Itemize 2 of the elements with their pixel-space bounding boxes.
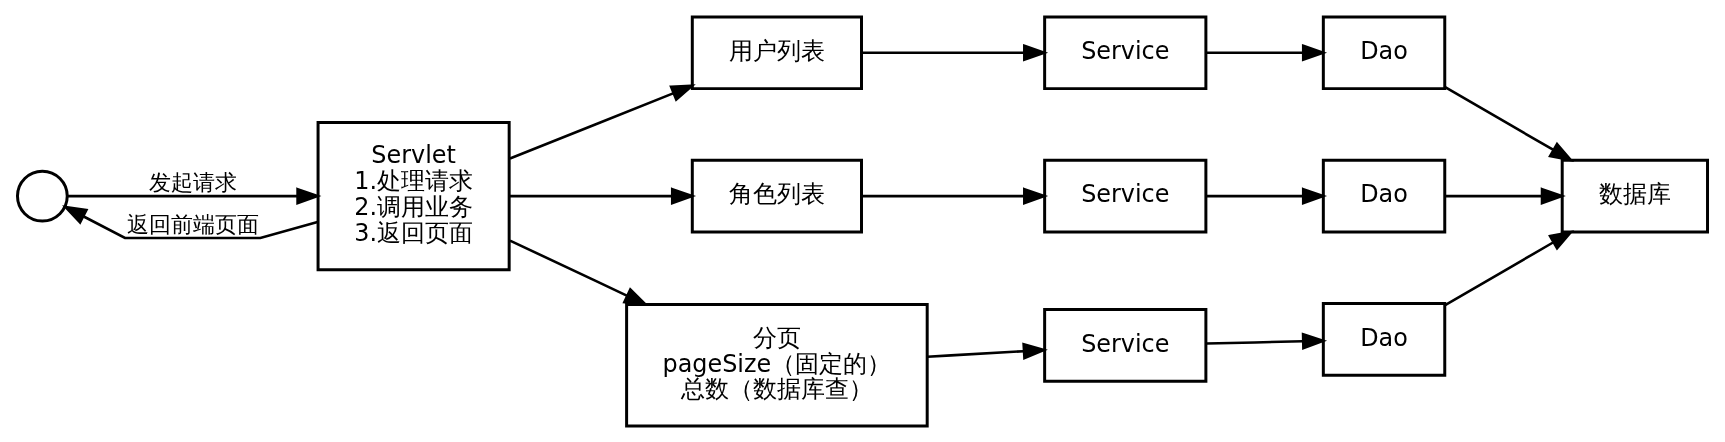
edge-label: 返回前端页面	[126, 211, 259, 237]
edge-label: 发起请求	[148, 169, 237, 195]
